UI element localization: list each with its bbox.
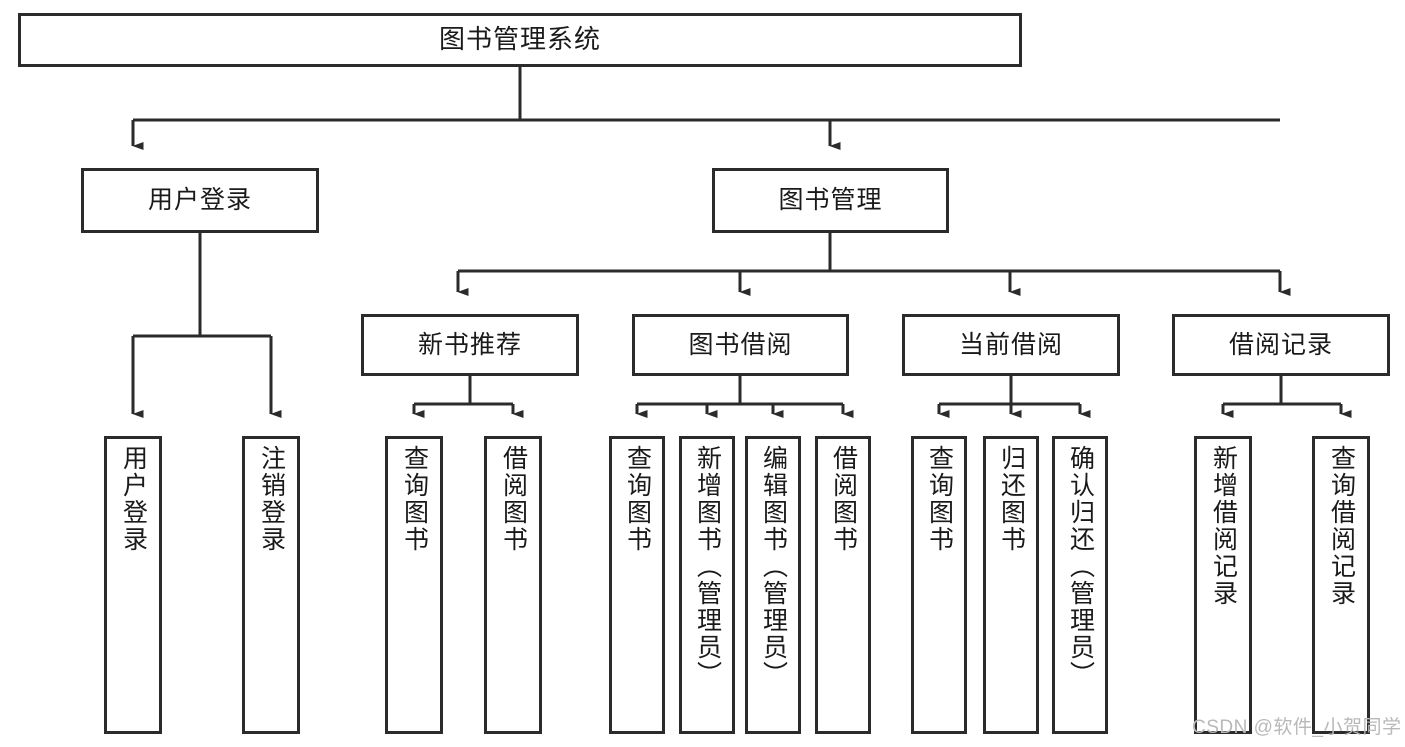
node-book-manage[interactable]: 图书管理 (712, 168, 949, 233)
node-label: 注销登录 (257, 445, 286, 553)
leaf-confirm-return-admin[interactable]: 确认归还（管理员） (1052, 436, 1108, 734)
node-label: 当前借阅 (958, 330, 1063, 359)
leaf-logout[interactable]: 注销登录 (242, 436, 300, 734)
node-label: 新增图书（管理员） (693, 445, 722, 688)
node-label: 图书管理 (778, 186, 883, 215)
node-label: 新增借阅记录 (1209, 445, 1238, 607)
node-label: 借阅图书 (829, 445, 858, 553)
node-label: 借阅图书 (499, 445, 528, 553)
leaf-add-borrow-record[interactable]: 新增借阅记录 (1194, 436, 1252, 734)
leaf-query-borrow-record[interactable]: 查询借阅记录 (1312, 436, 1370, 734)
leaf-user-login[interactable]: 用户登录 (104, 436, 162, 734)
node-label: 查询借阅记录 (1327, 445, 1356, 607)
edge-bookborrow-to-leaves (635, 376, 854, 418)
node-new-book-recommend[interactable]: 新书推荐 (361, 314, 579, 376)
edge-userlogin-to-leaves (131, 233, 282, 418)
leaf-borrow-book-recommend[interactable]: 借阅图书 (484, 436, 542, 734)
node-label: 查询图书 (623, 445, 652, 553)
node-label: 查询图书 (925, 445, 954, 553)
leaf-return-book[interactable]: 归还图书 (983, 436, 1039, 734)
leaf-edit-book-admin[interactable]: 编辑图书（管理员） (745, 436, 801, 734)
edge-bookmanage-to-level3 (456, 233, 1291, 296)
node-book-management-system[interactable]: 图书管理系统 (18, 13, 1022, 67)
edge-currentborrow-to-leaves (937, 376, 1091, 418)
edge-root-to-level2 (131, 67, 1280, 150)
node-current-borrow[interactable]: 当前借阅 (902, 314, 1120, 376)
node-label: 归还图书 (997, 445, 1026, 553)
node-borrow-record[interactable]: 借阅记录 (1172, 314, 1390, 376)
node-label: 用户登录 (147, 186, 252, 215)
leaf-query-book-current[interactable]: 查询图书 (911, 436, 967, 734)
node-label: 新书推荐 (417, 330, 522, 359)
node-label: 查询图书 (400, 445, 429, 553)
watermark: CSDN @软件_小贺同学 (1192, 717, 1402, 738)
node-label: 确认归还（管理员） (1066, 445, 1095, 688)
leaf-query-book-recommend[interactable]: 查询图书 (385, 436, 443, 734)
node-label: 编辑图书（管理员） (759, 445, 788, 688)
node-label: 图书管理系统 (438, 24, 601, 55)
leaf-borrow-book[interactable]: 借阅图书 (815, 436, 871, 734)
node-book-borrow[interactable]: 图书借阅 (632, 314, 849, 376)
edge-borrowrecord-to-leaves (1221, 376, 1352, 418)
edge-newbook-to-leaves (412, 376, 524, 418)
node-user-login[interactable]: 用户登录 (81, 168, 319, 233)
node-label: 借阅记录 (1228, 330, 1333, 359)
leaf-add-book-admin[interactable]: 新增图书（管理员） (679, 436, 735, 734)
leaf-query-book-borrow[interactable]: 查询图书 (609, 436, 665, 734)
node-label: 图书借阅 (688, 330, 793, 359)
node-label: 用户登录 (119, 445, 148, 553)
